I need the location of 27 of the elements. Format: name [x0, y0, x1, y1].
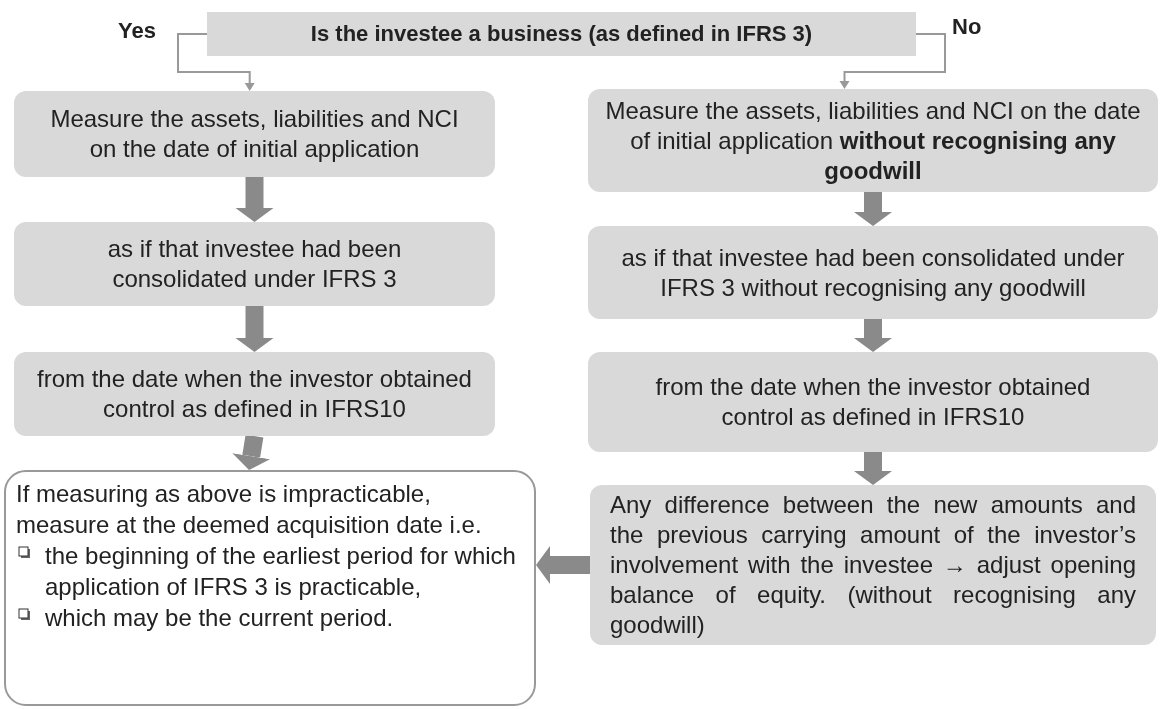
decision-box [207, 12, 916, 56]
box-text: Measure the assets, liabilities and NCI on the date of initial application [49, 104, 460, 164]
note-box [4, 470, 536, 706]
process-box [14, 91, 495, 177]
box-text: as if that investee had been consolidated under IFRS 3 without recognising any goodwill [620, 242, 1126, 303]
bullet-item-text: which may be the current period. [45, 603, 394, 633]
process-box [588, 352, 1158, 452]
block-arrow [235, 306, 274, 352]
block-arrow [854, 319, 892, 352]
process-box [14, 352, 495, 436]
box-text: Measure the assets, liabilities and NCI on the date of initial application without recognising any goodwill [604, 95, 1142, 186]
process-box [14, 222, 495, 306]
block-arrow [235, 177, 274, 222]
box-text: from the date when the investor obtained control as defined in IFRS10 [654, 372, 1092, 432]
block-arrow [854, 452, 892, 485]
connector-arrow [839, 33, 946, 89]
process-box [588, 226, 1158, 319]
box-text: as if that investee had been consolidated under IFRS 3 [106, 234, 403, 294]
box-text: from the date when the investor obtained control as defined in IFRS10 [36, 364, 473, 424]
box-text: Any difference between the new amounts and the previous carrying amount of the investor’s involvement with the investee → adjust opening balance of equity. (without recognising any goodwill) [610, 490, 1136, 640]
connector-arrow [177, 33, 255, 91]
block-arrow [854, 192, 892, 226]
block-arrow [232, 434, 270, 470]
box-text: Is the investee a business (as defined in IFRS 3) [310, 20, 813, 48]
block-arrow [536, 546, 590, 584]
box-text: If measuring as above is impracticable, measure at the deemed acquisition date i.e. [16, 479, 483, 540]
process-box [588, 89, 1158, 192]
